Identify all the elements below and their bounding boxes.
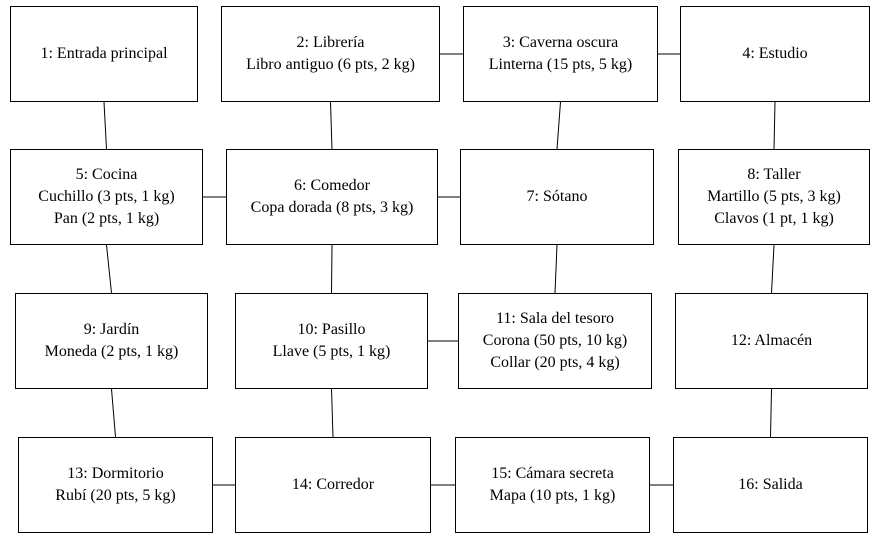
room-2-item-libro-antiguo: Libro antiguo (6 pts, 2 kg): [246, 56, 415, 73]
room-6-comedor: 6: Comedor Copa dorada (8 pts, 3 kg): [226, 149, 438, 245]
room-6-title: 6: Comedor: [294, 177, 370, 194]
connector-6-10: [331, 244, 333, 294]
room-8-item-martillo: Martillo (5 pts, 3 kg): [707, 188, 841, 205]
room-10-pasillo: 10: Pasillo Llave (5 pts, 1 kg): [235, 293, 428, 389]
room-16-salida: 16: Salida: [673, 437, 868, 533]
room-5-item-cuchillo: Cuchillo (3 pts, 1 kg): [38, 188, 175, 205]
room-8-taller: 8: Taller Martillo (5 pts, 3 kg) Clavos …: [678, 149, 870, 245]
room-11-sala-del-tesoro: 11: Sala del tesoro Corona (50 pts, 10 k…: [458, 293, 652, 389]
connector-4-8: [773, 101, 776, 150]
room-9-jardin: 9: Jardín Moneda (2 pts, 1 kg): [15, 293, 208, 389]
room-4-title: 4: Estudio: [742, 45, 808, 62]
room-5-cocina: 5: Cocina Cuchillo (3 pts, 1 kg) Pan (2 …: [10, 149, 203, 245]
room-11-title: 11: Sala del tesoro: [495, 310, 615, 327]
room-11-item-corona: Corona (50 pts, 10 kg): [482, 332, 628, 349]
connector-10-14: [331, 388, 334, 438]
room-3-title: 3: Caverna oscura: [502, 34, 619, 51]
room-15-title: 15: Cámara secreta: [491, 465, 614, 482]
room-2-libreria: 2: Librería Libro antiguo (6 pts, 2 kg): [221, 6, 440, 102]
room-13-item-rubi: Rubí (20 pts, 5 kg): [55, 487, 176, 504]
room-14-corredor: 14: Corredor: [235, 437, 431, 533]
room-9-title: 9: Jardín: [83, 321, 140, 338]
room-16-title: 16: Salida: [738, 476, 803, 493]
connector-12-16: [770, 388, 772, 438]
room-9-item-moneda: Moneda (2 pts, 1 kg): [44, 343, 179, 360]
room-3-item-linterna: Linterna (15 pts, 5 kg): [488, 56, 633, 73]
room-8-title: 8: Taller: [747, 166, 801, 183]
room-5-item-pan: Pan (2 pts, 1 kg): [53, 210, 160, 227]
connector-3-7: [556, 101, 561, 150]
room-3-caverna-oscura: 3: Caverna oscura Linterna (15 pts, 5 kg…: [463, 6, 658, 102]
room-12-almacen: 12: Almacén: [675, 293, 868, 389]
room-13-title: 13: Dormitorio: [67, 465, 164, 482]
connector-8-12: [771, 244, 775, 294]
connector-1-5: [103, 101, 107, 150]
room-7-title: 7: Sótano: [526, 188, 588, 205]
room-12-title: 12: Almacén: [730, 332, 813, 349]
room-11-item-collar: Collar (20 pts, 4 kg): [490, 354, 620, 371]
connector-5-9: [106, 244, 112, 294]
connector-9-13: [111, 388, 116, 438]
room-1-title: 1: Entrada principal: [40, 45, 168, 62]
room-5-title: 5: Cocina: [75, 166, 138, 183]
connector-7-11: [554, 244, 558, 294]
room-10-title: 10: Pasillo: [297, 321, 366, 338]
room-13-dormitorio: 13: Dormitorio Rubí (20 pts, 5 kg): [18, 437, 213, 533]
room-14-title: 14: Corredor: [291, 476, 375, 493]
room-1-entrada-principal: 1: Entrada principal: [10, 6, 198, 102]
room-7-sotano: 7: Sótano: [460, 149, 654, 245]
room-4-estudio: 4: Estudio: [680, 6, 870, 102]
connector-2-6: [330, 101, 333, 150]
room-6-item-copa-dorada: Copa dorada (8 pts, 3 kg): [250, 199, 414, 216]
room-15-camara-secreta: 15: Cámara secreta Mapa (10 pts, 1 kg): [455, 437, 650, 533]
room-2-title: 2: Librería: [296, 34, 365, 51]
room-15-item-mapa: Mapa (10 pts, 1 kg): [489, 487, 616, 504]
room-10-item-llave: Llave (5 pts, 1 kg): [272, 343, 391, 360]
room-8-item-clavos: Clavos (1 pt, 1 kg): [714, 210, 834, 227]
